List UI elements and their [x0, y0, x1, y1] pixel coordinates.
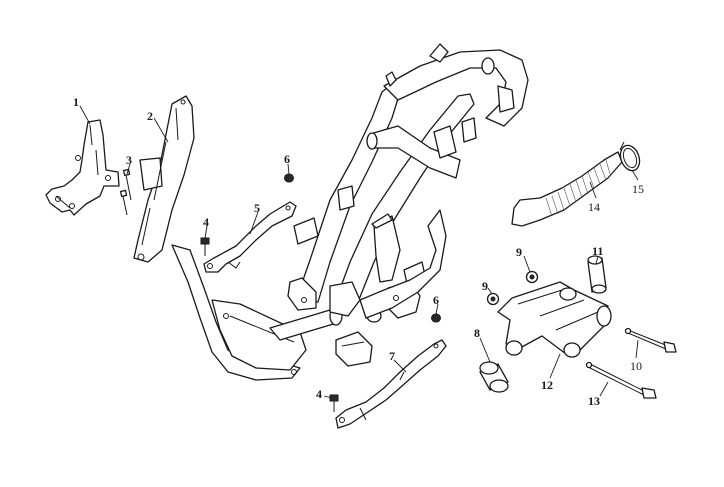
part-13-bolt [585, 361, 657, 399]
callout-3: 3 [126, 153, 132, 167]
callout-2: 2 [147, 109, 153, 123]
callout-labels: 1 2 3 4 4 5 6 6 7 8 9 9 10 11 12 13 14 1… [73, 95, 644, 408]
callout-1: 1 [73, 95, 79, 109]
callout-9-upper: 9 [516, 245, 522, 259]
callout-4-upper: 4 [203, 215, 209, 229]
part-1-front-bracket [45, 119, 120, 216]
callout-14: 14 [588, 200, 600, 214]
part-9-washers [486, 270, 539, 306]
callout-12: 12 [541, 378, 553, 392]
part-7-lower-bracket [335, 339, 447, 429]
callout-6-lower: 6 [433, 293, 439, 307]
part-12-swing-link [497, 281, 612, 358]
callout-11: 11 [592, 244, 603, 258]
callout-8: 8 [474, 326, 480, 340]
callout-13: 13 [588, 394, 600, 408]
callout-9-lower: 9 [482, 279, 488, 293]
part-2-front-tube [133, 95, 195, 263]
callout-4-lower: 4 [316, 387, 322, 401]
part-5-bracket [203, 201, 297, 273]
part-15-hose-clamp [619, 141, 641, 172]
part-10-bolt [624, 327, 677, 353]
callout-7: 7 [389, 349, 395, 363]
callout-15: 15 [632, 182, 644, 196]
main-frame [171, 43, 529, 381]
callout-10: 10 [630, 359, 642, 373]
leader-lines [79, 105, 639, 399]
part-4-bolts [200, 237, 339, 412]
part-8-sleeve [479, 361, 509, 393]
part-6-nuts [284, 173, 441, 323]
callout-5: 5 [254, 201, 260, 215]
part-14-air-hose [511, 151, 623, 227]
part-3-bolts [119, 168, 132, 216]
callout-6-upper: 6 [284, 152, 290, 166]
